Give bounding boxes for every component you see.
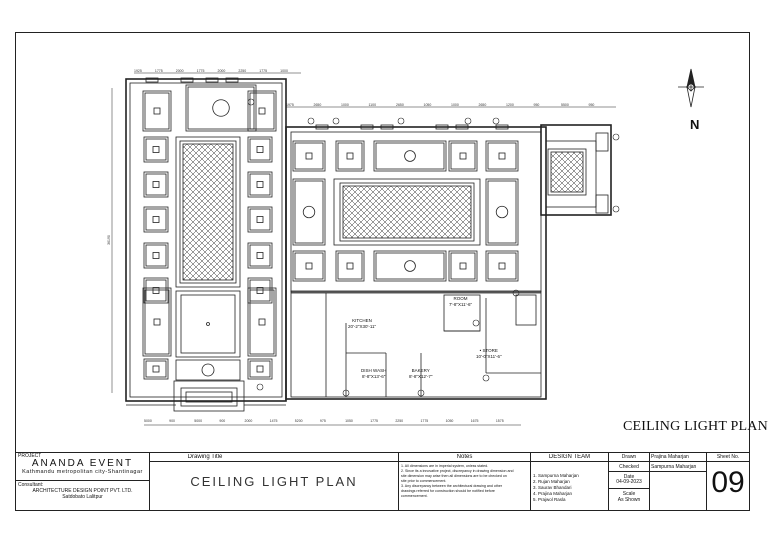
drawing-title: CEILING LIGHT PLAN xyxy=(190,474,358,489)
dimension-value: 1975 xyxy=(286,103,294,107)
scale-value: As Shown xyxy=(617,497,641,503)
title-block: PROJECT ANANDA EVENT Kathmandu metropoli… xyxy=(16,452,749,510)
dimension-value: 2250 xyxy=(395,419,404,423)
dimension-value: 900 xyxy=(169,419,175,423)
dimension-value: 1575 xyxy=(495,419,504,423)
dimension-value: 2650 xyxy=(396,103,404,107)
design-team-member: 1. Sampurna Maharjan xyxy=(533,473,579,478)
notes-label: Notes xyxy=(456,454,473,460)
note-line: commencement. xyxy=(401,494,428,498)
floor-plan-drawing xyxy=(111,72,620,426)
dimension-value: 5000 xyxy=(194,419,203,423)
note-line: 1. All dimensions are in imperial system… xyxy=(401,464,489,468)
dimension-value: 2650 xyxy=(478,103,487,107)
dimension-value: 950 xyxy=(533,103,540,107)
dimension-value: 975 xyxy=(319,419,326,423)
project-location: Kathmandu metropolitan city-Shantinagar xyxy=(22,469,143,475)
dimension-value: 1200 xyxy=(506,103,514,107)
dimension-value: 5500 xyxy=(561,103,569,107)
dimension-left: 36190 xyxy=(106,235,111,245)
dimension-value: 5000 xyxy=(144,419,152,423)
sheet-number: 09 xyxy=(711,466,745,499)
project-label: PROJECT xyxy=(18,453,42,459)
dimension-value: 950 xyxy=(588,103,595,107)
dimension-value: 1775 xyxy=(370,419,378,423)
north-arrow-icon xyxy=(678,68,704,108)
dimension-value: 5200 xyxy=(294,419,303,423)
dimension-value: 1775 xyxy=(259,69,268,73)
sheet-no-label: Sheet No. xyxy=(716,454,740,460)
note-line: site prior to commencement. xyxy=(401,479,447,483)
consultant-address: Satdobato Lalitpur xyxy=(62,494,103,500)
dimension-value: 1000 xyxy=(451,103,459,107)
design-team-member: 5. Prajwol Rasla xyxy=(533,497,566,502)
consultant-name: ARCHITECTURE DESIGN POINT PVT. LTD. xyxy=(32,488,133,494)
checked-value: Sampurna Maharjan xyxy=(651,464,697,470)
dimension-value: 1925 xyxy=(134,69,142,73)
note-line: site dimension may arise then all dimens… xyxy=(401,474,507,478)
dimension-value: 1775 xyxy=(154,69,163,73)
drawing-title-label: Drawing Title xyxy=(187,454,223,460)
design-team-member: 3. Saurav Bhandari xyxy=(533,485,572,490)
drawn-value: Prajina Maharjan xyxy=(651,454,689,460)
dimension-value: 2000 xyxy=(244,419,253,423)
dimension-value: 1775 xyxy=(196,69,205,73)
consultant-label: Consultant: xyxy=(18,482,44,488)
dimension-value: 1050 xyxy=(423,103,432,107)
main-drawing-title: CEILING LIGHT PLAN xyxy=(623,419,768,434)
date-label: Date xyxy=(623,474,635,480)
dimension-value: 1675 xyxy=(470,419,479,423)
dimension-value: 2250 xyxy=(238,69,247,73)
scale-label: Scale xyxy=(622,491,636,497)
drawn-label: Drawn xyxy=(621,454,637,460)
dimension-value: 1050 xyxy=(445,419,454,423)
dimension-value: 1775 xyxy=(420,419,429,423)
checked-label: Checked xyxy=(619,464,639,470)
design-team-member: 4. Prajina Maharjan xyxy=(533,491,573,496)
date-value: 04-09-2023 xyxy=(616,479,642,485)
dimension-value: 2000 xyxy=(175,69,184,73)
project-name: ANANDA EVENT xyxy=(31,458,134,469)
north-label: N xyxy=(690,117,700,132)
note-line: 2. Since its a innovative project, discr… xyxy=(401,469,514,473)
dimension-value: 1050 xyxy=(345,419,353,423)
dimension-value: 1100 xyxy=(368,103,377,107)
dimension-value: 1475 xyxy=(269,419,278,423)
note-line: 3. Any discrepancy between the architect… xyxy=(401,484,503,488)
design-team-label: DESIGN TEAM xyxy=(548,454,591,460)
note-line: drawings referred for construction shoul… xyxy=(401,489,495,493)
dimension-value: 2650 xyxy=(313,103,322,107)
notes-list: 1. All dimensions are in imperial system… xyxy=(401,464,529,499)
dimension-value: 900 xyxy=(219,419,226,423)
design-team-member: 2. Rujan Maharjan xyxy=(533,479,570,484)
dimension-value: 1000 xyxy=(280,69,288,73)
dimension-value: 1000 xyxy=(341,103,349,107)
dimension-value: 2000 xyxy=(217,69,226,73)
